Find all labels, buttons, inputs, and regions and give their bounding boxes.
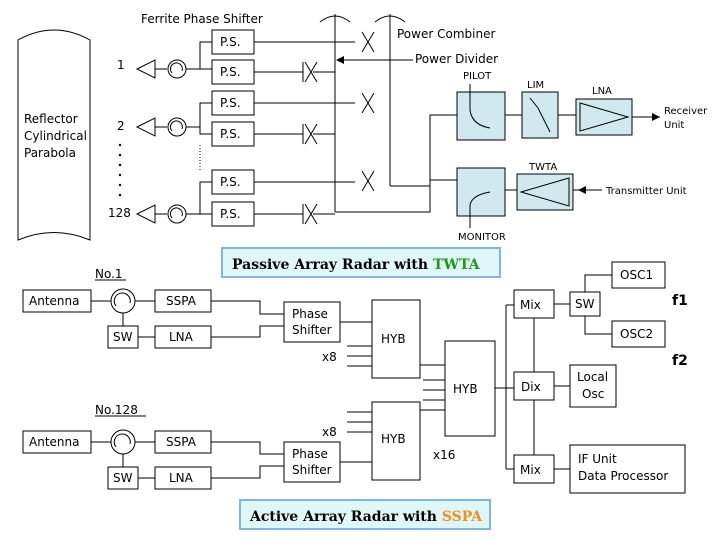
phase-shifter-line-2: Shifter <box>292 323 332 337</box>
osc1-label: OSC1 <box>620 268 653 282</box>
twta-label: TWTA <box>528 162 557 173</box>
if-unit-box <box>569 444 686 494</box>
sw-box-osc <box>569 291 601 317</box>
mix-box-upper <box>513 289 555 319</box>
ps-label: P.S. <box>220 65 241 79</box>
passive-banner-title: Passive Array Radar with TWTA <box>232 257 481 273</box>
sw-label: SW <box>575 297 595 311</box>
power-divider-label: Power Divider <box>415 52 498 66</box>
reflector: Reflector Cylindrical Parabola <box>17 29 91 241</box>
transmitter-label: Transmitter Unit <box>605 186 687 197</box>
sw-label: SW <box>113 330 133 344</box>
pilot-coupler-box <box>456 91 506 141</box>
sspa-label: SSPA <box>166 294 197 308</box>
element-ellipsis <box>118 143 201 197</box>
dix-label: Dix <box>521 380 541 394</box>
if-unit-line-1: IF Unit <box>578 452 617 466</box>
osc1-box <box>611 261 666 289</box>
horn-antenna-icon <box>135 204 156 224</box>
antenna-label: Antenna <box>29 294 79 308</box>
ps-label: P.S. <box>220 207 241 221</box>
monitor-coupler-box <box>456 167 506 217</box>
sw-label: SW <box>113 471 133 485</box>
osc2-box <box>611 320 666 348</box>
local-osc-line-2: Osc <box>582 387 604 401</box>
monitor-label: MONITOR <box>458 232 506 243</box>
ps-label: P.S. <box>220 35 241 49</box>
ferrite-phase-shifter-label: Ferrite Phase Shifter <box>141 12 263 26</box>
x16-label: x16 <box>433 448 455 462</box>
lna-label: LNA <box>169 471 194 485</box>
if-unit-line-2: Data Processor <box>578 469 668 483</box>
hyb-box-center <box>444 340 496 437</box>
phase-shifter-box <box>211 90 255 116</box>
lim-label: LIM <box>527 80 544 91</box>
limiter-box <box>521 91 559 139</box>
pilot-label: PILOT <box>463 71 492 82</box>
hyb-box-lower <box>371 401 421 481</box>
channel-no1-label: No.1 <box>95 267 123 281</box>
f1-label: f1 <box>672 293 688 309</box>
ps-label: P.S. <box>220 175 241 189</box>
reflector-line-1: Reflector <box>24 112 78 126</box>
x8-label: x8 <box>322 425 337 439</box>
hyb-box-upper <box>371 299 421 379</box>
local-osc-box <box>569 364 617 408</box>
power-combiner-label: Power Combiner <box>397 27 495 41</box>
lna-label: LNA <box>169 330 194 344</box>
horn-antenna-icon <box>135 59 156 79</box>
active-banner: Active Array Radar with SSPA <box>239 499 491 530</box>
active-array-section: No.1 Antenna SW SSPA LNA Phase Shifter x… <box>22 261 688 530</box>
phase-shifter-line-1: Phase <box>292 307 328 321</box>
lna-label-passive: LNA <box>592 86 612 97</box>
element-group-128: P.S. P.S. <box>135 169 355 227</box>
f2-label: f2 <box>672 353 688 369</box>
phase-shifter-block <box>283 301 341 343</box>
reflector-line-3: Parabola <box>24 146 76 160</box>
horn-antenna-icon <box>135 117 156 137</box>
hyb-label: HYB <box>453 382 478 396</box>
antenna-label: Antenna <box>29 435 79 449</box>
sspa-label: SSPA <box>166 435 197 449</box>
element-group-1: P.S. P.S. <box>135 29 355 85</box>
passive-array-section: Reflector Cylindrical Parabola Ferrite P… <box>17 12 708 278</box>
receiver-line-1: Receiver <box>664 106 708 117</box>
x8-label: x8 <box>322 350 337 364</box>
phase-shifter-box <box>211 169 255 195</box>
feed-network <box>304 14 457 225</box>
phase-shifter-box <box>211 121 255 147</box>
ps-label: P.S. <box>220 96 241 110</box>
passive-banner: Passive Array Radar with TWTA <box>221 247 501 278</box>
receiver-line-2: Unit <box>664 120 684 131</box>
element-group-2: P.S. P.S. <box>135 90 355 147</box>
phase-shifter-line-1: Phase <box>292 447 328 461</box>
element-number-2: 2 <box>117 119 125 133</box>
mix-label: Mix <box>520 463 541 477</box>
osc2-label: OSC2 <box>620 327 653 341</box>
mix-label: Mix <box>520 298 541 312</box>
phase-shifter-box <box>211 201 255 227</box>
phase-shifter-line-2: Shifter <box>292 463 332 477</box>
channel-no128-label: No.128 <box>95 403 138 417</box>
element-number-128: 128 <box>108 206 131 220</box>
reflector-line-2: Cylindrical <box>24 129 87 143</box>
local-osc-line-1: Local <box>577 370 608 384</box>
ps-label: P.S. <box>220 127 241 141</box>
phase-shifter-block <box>283 441 341 483</box>
hyb-label: HYB <box>381 332 406 346</box>
active-banner-title: Active Array Radar with SSPA <box>249 509 483 525</box>
element-number-1: 1 <box>117 58 125 72</box>
hyb-label: HYB <box>381 432 406 446</box>
